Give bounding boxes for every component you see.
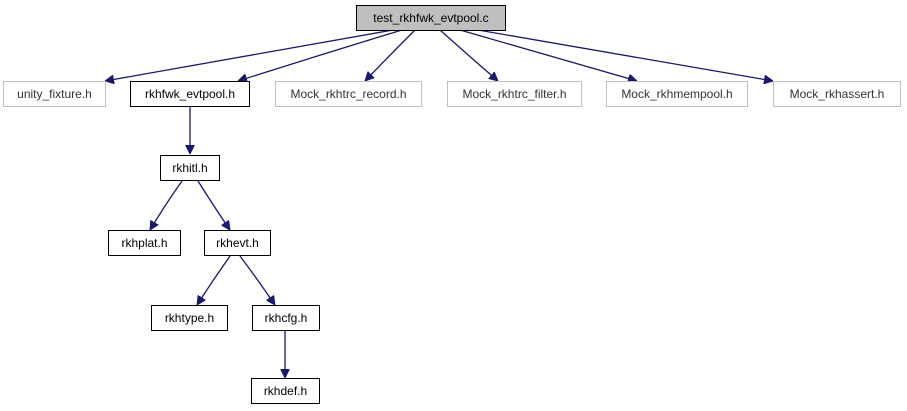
edge-root-mock-rkhassert	[477, 29, 773, 81]
edge-root-mock-rkhmempool	[459, 29, 637, 81]
node-rkhplat-h[interactable]: rkhplat.h	[108, 230, 181, 256]
edge-rkhitl-rkhplat	[149, 180, 183, 230]
node-rkhcfg-h[interactable]: rkhcfg.h	[252, 305, 320, 331]
node-mock-rkhmempool-h: Mock_rkhmempool.h	[606, 81, 748, 107]
node-rkhdef-h[interactable]: rkhdef.h	[251, 378, 320, 404]
node-mock-rkhtrc-record-h: Mock_rkhtrc_record.h	[275, 81, 422, 107]
node-mock-rkhtrc-filter-h: Mock_rkhtrc_filter.h	[447, 81, 582, 107]
node-rkhtype-h[interactable]: rkhtype.h	[151, 305, 228, 331]
edge-root-rkhfwk-evtpool	[238, 29, 403, 81]
edge-rkhitl-rkhevt	[197, 180, 230, 230]
node-mock-rkhassert-h: Mock_rkhassert.h	[773, 81, 901, 107]
edge-root-mock-rkhtrc-filter	[439, 29, 498, 81]
node-test-rkhfwk-evtpool-c: test_rkhfwk_evtpool.c	[356, 5, 506, 31]
node-rkhfwk-evtpool-h[interactable]: rkhfwk_evtpool.h	[130, 81, 250, 107]
node-unity-fixture-h: unity_fixture.h	[3, 81, 106, 107]
edge-root-unity-fixture	[105, 29, 394, 81]
edge-rkhevt-rkhtype	[196, 255, 231, 305]
node-rkhitl-h[interactable]: rkhitl.h	[160, 155, 220, 181]
node-rkhevt-h[interactable]: rkhevt.h	[204, 230, 271, 256]
edge-rkhevt-rkhcfg	[239, 255, 275, 305]
edge-root-mock-rkhtrc-record	[365, 29, 416, 81]
